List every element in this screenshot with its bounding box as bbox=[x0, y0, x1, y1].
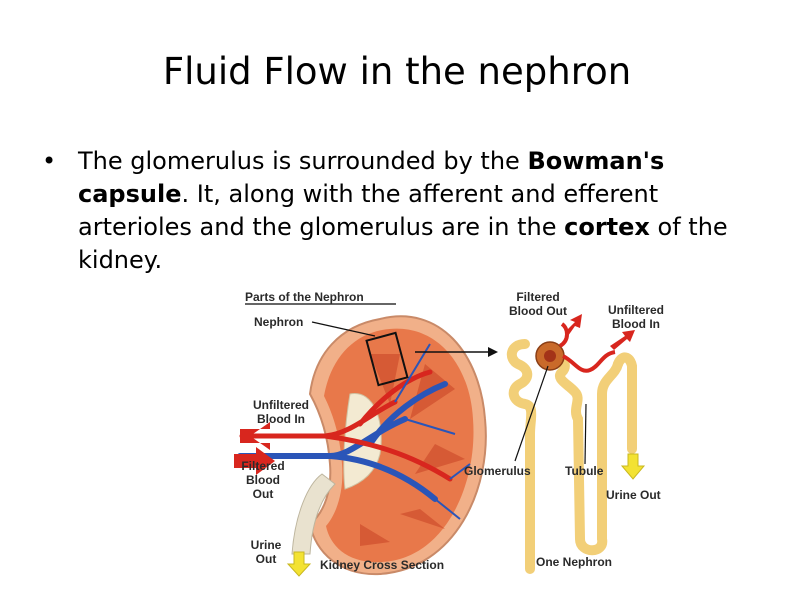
renal-vein bbox=[237, 381, 448, 502]
label-unfiltered-blood-in-right: Unfiltered Blood In bbox=[607, 303, 664, 331]
urine-out-arrow bbox=[620, 453, 646, 480]
label-glomerulus: Glomerulus bbox=[464, 464, 531, 478]
label-filtered-blood-out-top: Filtered Blood Out bbox=[509, 290, 567, 318]
slide-title: Fluid Flow in the nephron bbox=[162, 50, 632, 93]
unfiltered-blood-arrow bbox=[610, 330, 635, 350]
label-filtered-blood-out: Filtered Blood Out bbox=[241, 459, 285, 501]
medulla-pyramid bbox=[400, 509, 445, 529]
bullet-marker: • bbox=[42, 147, 57, 175]
blood-in-arrow bbox=[240, 422, 270, 450]
blood-out-arrow bbox=[234, 447, 275, 475]
afferent-arteriole bbox=[562, 350, 616, 373]
loop-of-henle bbox=[543, 352, 623, 556]
urine-arrow bbox=[286, 551, 312, 577]
glomerulus-pointer bbox=[514, 365, 549, 462]
label-kidney-cross-section: Kidney Cross Section bbox=[320, 558, 445, 572]
bullet-text-part: The glomerulus is surrounded by the bbox=[78, 147, 528, 175]
medulla-pyramid bbox=[360, 524, 390, 546]
label-urine-out-right: Urine Out bbox=[606, 488, 661, 502]
renal-artery bbox=[239, 369, 453, 482]
label-nephron: Nephron bbox=[254, 315, 304, 329]
efferent-arteriole bbox=[558, 322, 569, 348]
bullet-text: The glomerulus is surrounded by the Bowm… bbox=[78, 145, 742, 277]
bowmans-capsule-term: Bowman's capsule bbox=[78, 147, 665, 208]
nephron-tubule bbox=[506, 339, 537, 574]
bullet-text-part: . It, along with the afferent and effere… bbox=[78, 180, 659, 241]
bullet-text-part: of the kidney. bbox=[78, 213, 728, 274]
zoom-arrowhead bbox=[488, 347, 498, 357]
nephron-highlight-box bbox=[365, 331, 409, 387]
label-tubule: Tubule bbox=[565, 464, 604, 478]
small-vessels bbox=[394, 343, 471, 520]
nephron-diagram: Parts of the Nephron Nephron Unfiltered … bbox=[230, 284, 680, 584]
cortex-term: cortex bbox=[564, 213, 650, 241]
label-urine-out: Urine Out bbox=[250, 538, 282, 566]
nephron-illustration bbox=[234, 303, 646, 577]
filtered-blood-arrow bbox=[565, 314, 582, 336]
tubule-pointer bbox=[584, 403, 587, 465]
figure-heading: Parts of the Nephron bbox=[245, 290, 364, 304]
label-unfiltered-blood-in: Unfiltered Blood In bbox=[252, 398, 309, 426]
nephron-pointer bbox=[311, 321, 376, 337]
bullet-point: • The glomerulus is surrounded by the Bo… bbox=[42, 145, 742, 277]
label-one-nephron: One Nephron bbox=[536, 555, 613, 569]
glomerulus-core bbox=[544, 350, 556, 362]
collecting-tubule bbox=[613, 352, 637, 454]
